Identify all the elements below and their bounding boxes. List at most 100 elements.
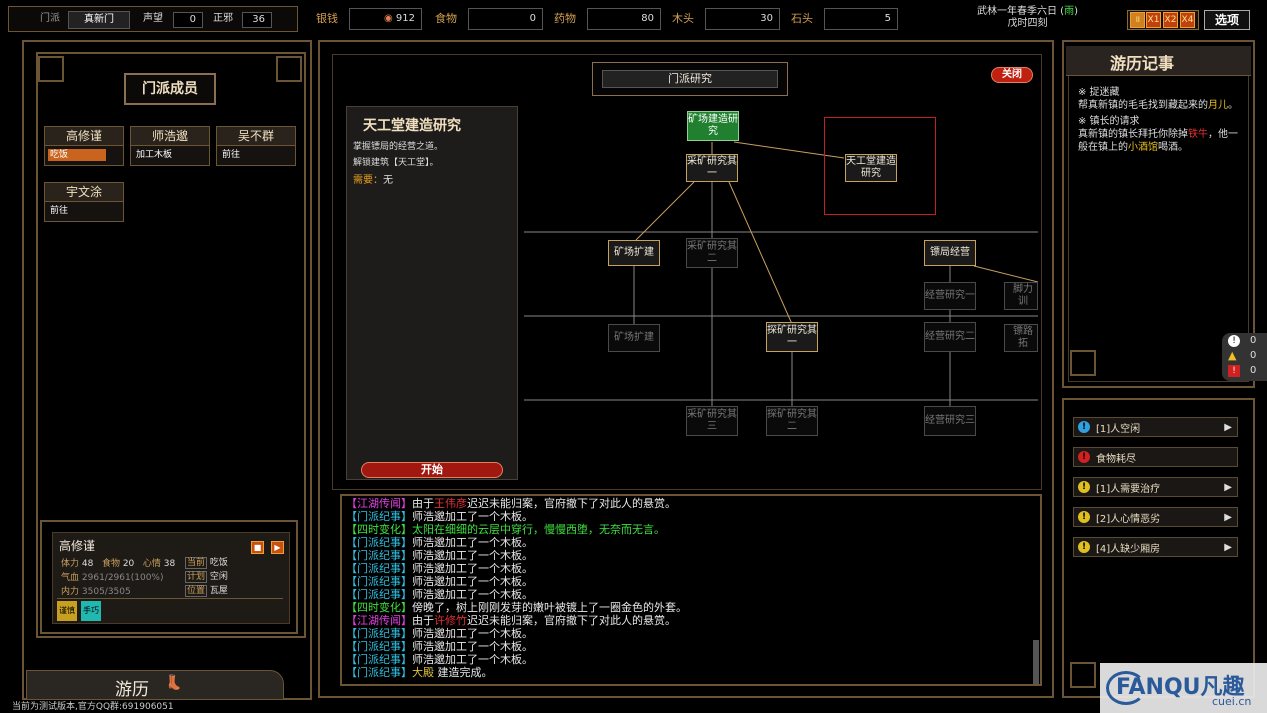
pause-button[interactable]: ॥ [1130, 12, 1145, 28]
research-node[interactable]: 天工堂建造研究 [845, 154, 897, 182]
member-card[interactable]: 吴不群 前往 [216, 126, 296, 166]
research-tree-lines [524, 141, 1038, 406]
speed-x4-button[interactable]: X4 [1180, 12, 1195, 28]
member-card[interactable]: 宇文涂 前往 [44, 182, 124, 222]
log-tag: 【门派纪事】 [346, 627, 412, 640]
journey-tab[interactable]: 游历 👢 [26, 670, 284, 700]
notice-label: [1]人需要治疗 [1096, 483, 1161, 495]
log-text: 师浩邈加工了一个木板。 [412, 536, 533, 549]
coin-icon: ◉ [383, 13, 393, 24]
log-text: 由于 [412, 614, 434, 627]
play-icon[interactable]: ▶ [271, 541, 284, 554]
log-tag: 【门派纪事】 [346, 575, 412, 588]
log-entry: 【门派纪事】师浩邈加工了一个木板。 [346, 575, 1026, 588]
log-entry: 【江湖传闻】由于许修竹迟迟未能归案，官府撤下了对此人的悬赏。 [346, 614, 1026, 627]
log-entry: 【门派纪事】师浩邈加工了一个木板。 [346, 627, 1026, 640]
log-text: 迟迟未能归案，官府撤下了对此人的悬赏。 [467, 614, 676, 627]
log-scrollbar[interactable] [1033, 640, 1039, 684]
detail-name: 高修谨 [59, 539, 96, 553]
start-button[interactable]: 开始 [361, 462, 503, 478]
log-text: 许修竹 [434, 614, 467, 627]
notice-item[interactable]: ![2]人心情恶劣▶ [1073, 507, 1238, 527]
arrow-right-icon: ▶ [1224, 541, 1232, 553]
error-icon: ! [1228, 365, 1240, 377]
research-node[interactable]: 镖局经营 [924, 240, 976, 266]
log-tag: 【门派纪事】 [346, 640, 412, 653]
speed-x1-button[interactable]: X1 [1146, 12, 1161, 28]
notice-label: [2]人心情恶劣 [1096, 513, 1161, 525]
research-node[interactable]: 探矿研究其二 [766, 406, 818, 436]
research-header: 门派研究 [602, 70, 778, 88]
detail-stats: 体力 48 食物 20 心情 38 [61, 559, 176, 569]
journal-header: 游历记事 [1066, 46, 1251, 76]
log-entry: 【门派纪事】师浩邈加工了一个木板。 [346, 536, 1026, 549]
trait-tag[interactable]: 谨慎 [57, 601, 77, 621]
corner-ornament [276, 56, 302, 82]
research-node[interactable]: 采矿研究其三 [686, 406, 738, 436]
log-entry: 【门派纪事】师浩邈加工了一个木板。 [346, 653, 1026, 666]
speed-x2-button[interactable]: X2 [1163, 12, 1178, 28]
research-node[interactable]: 经营研究二 [924, 322, 976, 352]
research-node[interactable]: 探矿研究其一 [766, 322, 818, 352]
top-bar: 门派 真新门 声望 0 正邪 36 银钱 ◉ 912 食物 0 药物 80 木头… [0, 0, 1267, 38]
reputation-value: 0 [173, 12, 203, 28]
log-text: 太阳在细细的云层中穿行，慢慢西堕，无奈而无言。 [412, 523, 665, 536]
detail-hp: 气血 2961/2961(100%) [61, 573, 164, 583]
watermark-logo-icon [1106, 671, 1146, 705]
info-desc2: 解锁建筑【天工堂】。 [353, 158, 439, 168]
log-text: 师浩邈加工了一个木板。 [412, 653, 533, 666]
stop-icon[interactable]: ■ [251, 541, 264, 554]
research-node[interactable]: 经营研究三 [924, 406, 976, 436]
stone-label: 石头 [791, 12, 813, 25]
alert-icon: ! [1078, 511, 1090, 523]
journal-title: 游历记事 [1110, 54, 1175, 73]
reputation-label: 声望 [143, 13, 163, 24]
alert-icon: ! [1078, 451, 1090, 463]
journal-quests: ※ 捉迷藏 帮真新镇的毛毛找到藏起来的月儿。 ※ 镇长的请求 真新镇的镇长拜托你… [1078, 86, 1243, 154]
options-button[interactable]: 选项 [1204, 10, 1250, 30]
close-button[interactable]: 关闭 [991, 67, 1033, 83]
log-text: 由于 [412, 497, 434, 510]
log-text: 迟迟未能归案，官府撤下了对此人的悬赏。 [467, 497, 676, 510]
research-node[interactable]: 矿场扩建 [608, 240, 660, 266]
trait-tag[interactable]: 手巧 [81, 601, 101, 621]
notice-label: 食物耗尽 [1096, 453, 1136, 465]
member-activity: 前往 [222, 150, 241, 160]
notice-item[interactable]: ! [4]人缺少厢房 ▶ [1073, 537, 1238, 557]
notice-item[interactable]: ! 食物耗尽 [1073, 447, 1238, 467]
member-name: 吴不群 [217, 127, 295, 146]
member-card[interactable]: 师浩邈 加工木板 [130, 126, 210, 166]
notice-item[interactable]: ![1]人空闲▶ [1073, 417, 1238, 437]
notice-item[interactable]: ![1]人需要治疗▶ [1073, 477, 1238, 497]
research-node[interactable]: 矿场建造研究 [687, 111, 739, 141]
log-tag: 【四时变化】 [346, 523, 412, 536]
research-node[interactable]: 镖路拓 [1004, 324, 1038, 352]
log-entry: 【门派纪事】师浩邈加工了一个木板。 [346, 510, 1026, 523]
research-node[interactable]: 采矿研究其二 [686, 238, 738, 268]
log-entry: 【江湖传闻】由于王伟彦迟迟未能归案，官府撤下了对此人的悬赏。 [346, 497, 1026, 510]
weather: 雨 [1064, 6, 1075, 17]
log-entry: 【四时变化】傍晚了，树上刚刚发芽的嫩叶被镀上了一圈金色的外套。 [346, 601, 1026, 614]
notice-label: [4]人缺少厢房 [1096, 543, 1161, 555]
log-text: 师浩邈加工了一个木板。 [412, 549, 533, 562]
journal-panel [1068, 46, 1249, 382]
alert-counters: ! 0 ▲ 0 ! 0 [1222, 333, 1267, 381]
watermark: FANQU凡趣 cuei.cn [1100, 663, 1267, 713]
watermark-text: FANQU凡趣 [1116, 675, 1245, 700]
research-node[interactable]: 脚力训 [1004, 282, 1038, 310]
research-node[interactable]: 采矿研究其一 [686, 154, 738, 182]
log-tag: 【门派纪事】 [346, 549, 412, 562]
research-node[interactable]: 矿场扩建 [608, 324, 660, 352]
alert-icon: ! [1078, 541, 1090, 553]
log-entry: 【门派纪事】师浩邈加工了一个木板。 [346, 588, 1026, 601]
event-log[interactable] [340, 494, 1042, 686]
footer-text: 当前为测试版本,官方QQ群:691906051 [12, 702, 174, 712]
log-entry: 【门派纪事】师浩邈加工了一个木板。 [346, 549, 1026, 562]
medicine-label: 药物 [554, 12, 576, 25]
member-card[interactable]: 高修谨 吃饭 [44, 126, 124, 166]
member-activity: 前往 [50, 206, 69, 216]
log-lines: 【江湖传闻】由于王伟彦迟迟未能归案，官府撤下了对此人的悬赏。【门派纪事】师浩邈加… [346, 497, 1026, 683]
notice-label: [1]人空闲 [1096, 423, 1141, 435]
quest-desc: 帮真新镇的毛毛找到藏起来的月儿。 [1078, 100, 1238, 111]
research-node[interactable]: 经营研究一 [924, 282, 976, 310]
